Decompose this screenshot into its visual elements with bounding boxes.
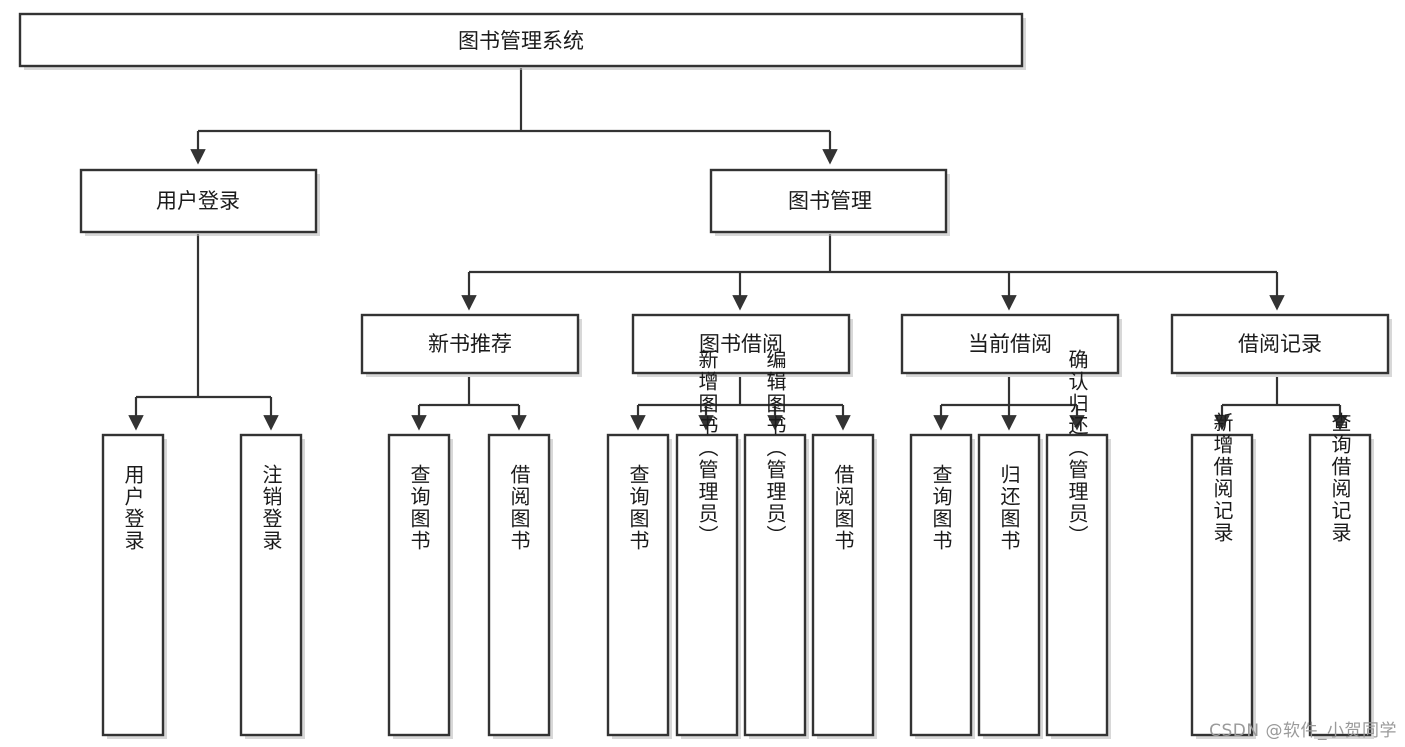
node-leaf-query-book-2[interactable]: 查询图书 — [606, 433, 672, 739]
node-user-login[interactable]: 用户登录 — [79, 168, 320, 236]
node-leaf-add-book-label: 新增图书（管理员） — [695, 349, 719, 547]
node-borrow-record-label: 借阅记录 — [1238, 332, 1322, 356]
node-leaf-user-login-label: 用户登录 — [121, 464, 145, 552]
node-leaf-query-record-label: 查询借阅记录 — [1328, 412, 1352, 544]
node-leaf-return-book-label: 归还图书 — [997, 464, 1021, 552]
node-leaf-query-book-1[interactable]: 查询图书 — [387, 433, 453, 739]
node-leaf-query-book-2-label: 查询图书 — [626, 464, 650, 552]
node-leaf-confirm-return-label: 确认归还（管理员） — [1065, 349, 1089, 547]
node-book-borrow[interactable]: 图书借阅 — [631, 313, 853, 377]
watermark-text: CSDN @软件_小贺同学 — [1209, 721, 1397, 741]
node-leaf-query-record[interactable]: 查询借阅记录 — [1308, 412, 1374, 739]
node-leaf-add-record[interactable]: 新增借阅记录 — [1190, 412, 1256, 739]
node-leaf-edit-book[interactable]: 编辑图书（管理员） — [743, 349, 809, 739]
node-book-borrow-label: 图书借阅 — [699, 332, 783, 356]
node-leaf-return-book[interactable]: 归还图书 — [977, 433, 1043, 739]
node-book-management-label: 图书管理 — [788, 189, 872, 213]
node-leaf-add-book[interactable]: 新增图书（管理员） — [675, 349, 741, 739]
node-leaf-borrow-book-2-label: 借阅图书 — [831, 464, 855, 552]
node-leaf-logout[interactable]: 注销登录 — [239, 433, 305, 739]
node-current-borrow-label: 当前借阅 — [968, 332, 1052, 356]
node-leaf-confirm-return[interactable]: 确认归还（管理员） — [1045, 349, 1111, 739]
node-borrow-record[interactable]: 借阅记录 — [1170, 313, 1392, 377]
node-leaf-query-book-1-label: 查询图书 — [407, 464, 431, 552]
node-new-book-recommend[interactable]: 新书推荐 — [360, 313, 582, 377]
node-leaf-user-login[interactable]: 用户登录 — [101, 433, 167, 739]
node-current-borrow[interactable]: 当前借阅 — [900, 313, 1122, 377]
node-leaf-borrow-book-2[interactable]: 借阅图书 — [811, 433, 877, 739]
node-user-login-label: 用户登录 — [156, 189, 240, 213]
node-root[interactable]: 图书管理系统 — [18, 12, 1026, 70]
node-leaf-add-record-label: 新增借阅记录 — [1210, 412, 1234, 544]
node-leaf-edit-book-label: 编辑图书（管理员） — [763, 349, 787, 547]
node-leaf-logout-label: 注销登录 — [259, 464, 283, 552]
edge-layer — [128, 68, 1348, 431]
node-leaf-query-book-3[interactable]: 查询图书 — [909, 433, 975, 739]
node-root-label: 图书管理系统 — [458, 29, 584, 53]
node-leaf-borrow-book-1[interactable]: 借阅图书 — [487, 433, 553, 739]
node-new-book-recommend-label: 新书推荐 — [428, 332, 512, 356]
node-leaf-borrow-book-1-label: 借阅图书 — [507, 464, 531, 552]
node-leaf-query-book-3-label: 查询图书 — [929, 464, 953, 552]
node-book-management[interactable]: 图书管理 — [709, 168, 950, 236]
